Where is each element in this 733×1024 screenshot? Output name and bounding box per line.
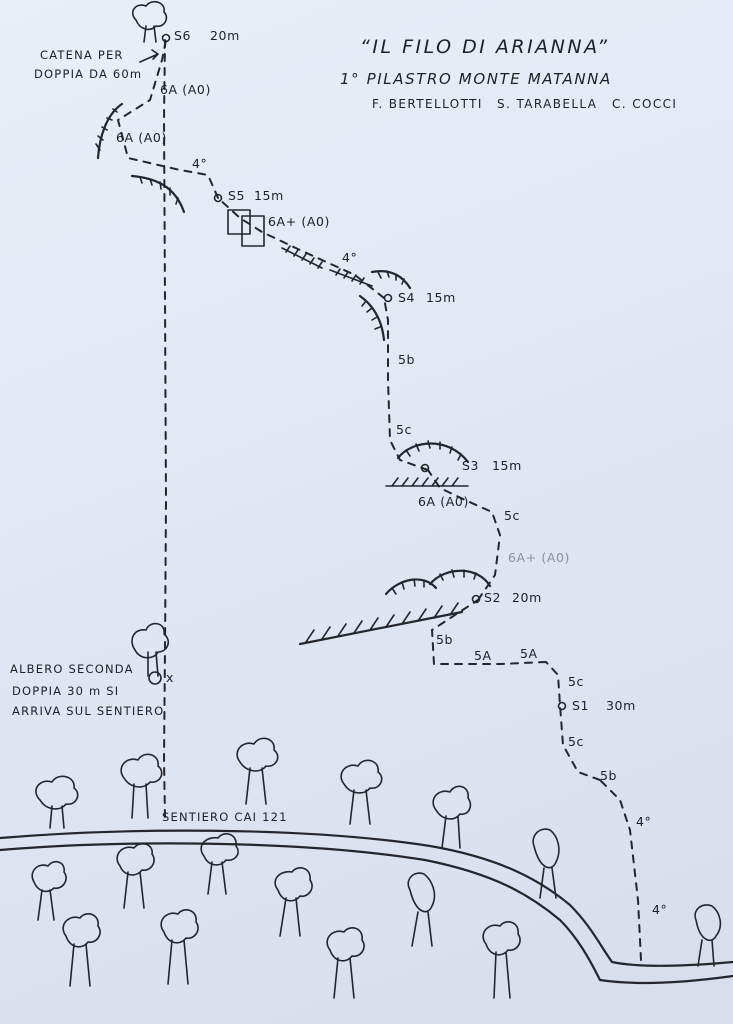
station-s5-marker	[213, 193, 223, 203]
pitch-1-line	[545, 661, 601, 781]
author-3: C. COCCI	[612, 97, 678, 111]
crux-box-b	[241, 215, 265, 247]
topo-subtitle: 1° PILASTRO MONTE MATANNA	[340, 70, 612, 88]
roof-s2-left	[384, 578, 438, 596]
roof-s3	[396, 442, 470, 464]
crux-box-a	[227, 209, 251, 235]
station-s5-label: S5	[228, 188, 246, 203]
grade-pitch-2-c: 5A	[474, 648, 492, 663]
grade-pitch-5-b: 6A+ (A0)	[268, 214, 331, 229]
roof-s4-below-hatch	[361, 300, 381, 330]
station-s4-length: 15m	[426, 290, 456, 305]
grade-approach-upper: 4°	[636, 814, 652, 829]
roof-upper-left-hatch	[95, 108, 118, 151]
grade-pitch-4-a: 5c	[396, 422, 413, 437]
topo-title: “IL FILO DI ARIANNA”	[360, 36, 610, 58]
author-1: F. BERTELLOTTI	[372, 97, 483, 111]
author-2: S. TARABELLA	[497, 97, 598, 111]
top-tree-icon	[131, 0, 168, 43]
station-s6-length: 20m	[210, 28, 240, 43]
station-s3-label: S3	[462, 458, 480, 473]
grade-pitch-3-a: 6A+ (A0)	[508, 550, 571, 565]
grade-pitch-1-a: 5b	[600, 768, 618, 783]
pitch-2-line	[431, 599, 547, 665]
tree-note-line-2: DOPPIA 30 m SI	[12, 684, 120, 698]
station-s1-length: 30m	[606, 698, 636, 713]
approach-dashed-line	[599, 779, 642, 961]
trail-lower-edge	[0, 842, 733, 985]
roof-s4-below	[358, 294, 386, 342]
grade-pitch-2-b: 5A	[520, 646, 538, 661]
station-s4-label: S4	[398, 290, 416, 305]
trail-label: SENTIERO CAI 121	[162, 810, 288, 824]
station-s4-marker	[383, 293, 393, 303]
grade-pitch-1-b: 5c	[568, 734, 585, 749]
pitch-5-line	[217, 197, 385, 299]
grade-pitch-5-a: 4°	[342, 250, 358, 265]
grade-pitch-6-a: 4°	[192, 156, 208, 171]
chain-note-line-1: CATENA PER	[40, 48, 124, 62]
station-s6-marker	[161, 33, 171, 43]
slab-s5-hatch	[281, 245, 373, 287]
station-s5-length: 15m	[254, 188, 284, 203]
station-s2-marker	[471, 594, 481, 604]
pitch-6-line	[117, 39, 219, 199]
ledge-s2-hatch	[305, 602, 459, 643]
tree-note-line-3: ARRIVA SUL SENTIERO	[12, 704, 165, 718]
roof-s3-hatch	[405, 440, 462, 461]
roof-s2-right	[428, 569, 492, 588]
grade-pitch-3-c: 6A (A0)	[418, 494, 469, 509]
station-s2-label: S2	[484, 590, 502, 605]
station-s2-length: 20m	[512, 590, 542, 605]
grade-pitch-2-a: 5c	[568, 674, 585, 689]
chain-arrow-icon	[139, 49, 159, 63]
tree-note-line-1: ALBERO SECONDA	[10, 662, 134, 676]
station-s6-label: S6	[174, 28, 192, 43]
rappel-tree-icon	[131, 622, 170, 685]
grade-pitch-6-c: 6A (A0)	[160, 82, 211, 97]
trail-upper-edge	[0, 829, 733, 967]
pitch-3-line	[427, 469, 501, 601]
grade-approach-lower: 4°	[652, 902, 668, 917]
roof-s4-right-hatch	[377, 270, 405, 285]
station-s3-length: 15m	[492, 458, 522, 473]
roof-s2-hatch	[391, 569, 477, 595]
roof-lower-left-hatch	[139, 176, 179, 205]
station-s1-marker	[557, 701, 567, 711]
ledge-s3	[385, 477, 469, 487]
grade-pitch-4-b: 5b	[398, 352, 416, 367]
chain-note-line-2: DOPPIA DA 60m	[34, 67, 143, 81]
grade-pitch-3-b: 5c	[504, 508, 521, 523]
station-s3-marker	[420, 463, 430, 473]
grade-pitch-2-d: 5b	[436, 632, 454, 647]
rappel-line	[163, 39, 167, 819]
forest-tree-icons	[31, 737, 722, 999]
tree-x-mark: x	[166, 670, 174, 685]
station-s1-label: S1	[572, 698, 590, 713]
roof-lower-left	[130, 174, 186, 214]
pitch-4-line	[383, 297, 429, 471]
grade-pitch-6-b: 6A (A0)	[116, 130, 167, 145]
roof-upper-left	[96, 102, 124, 160]
